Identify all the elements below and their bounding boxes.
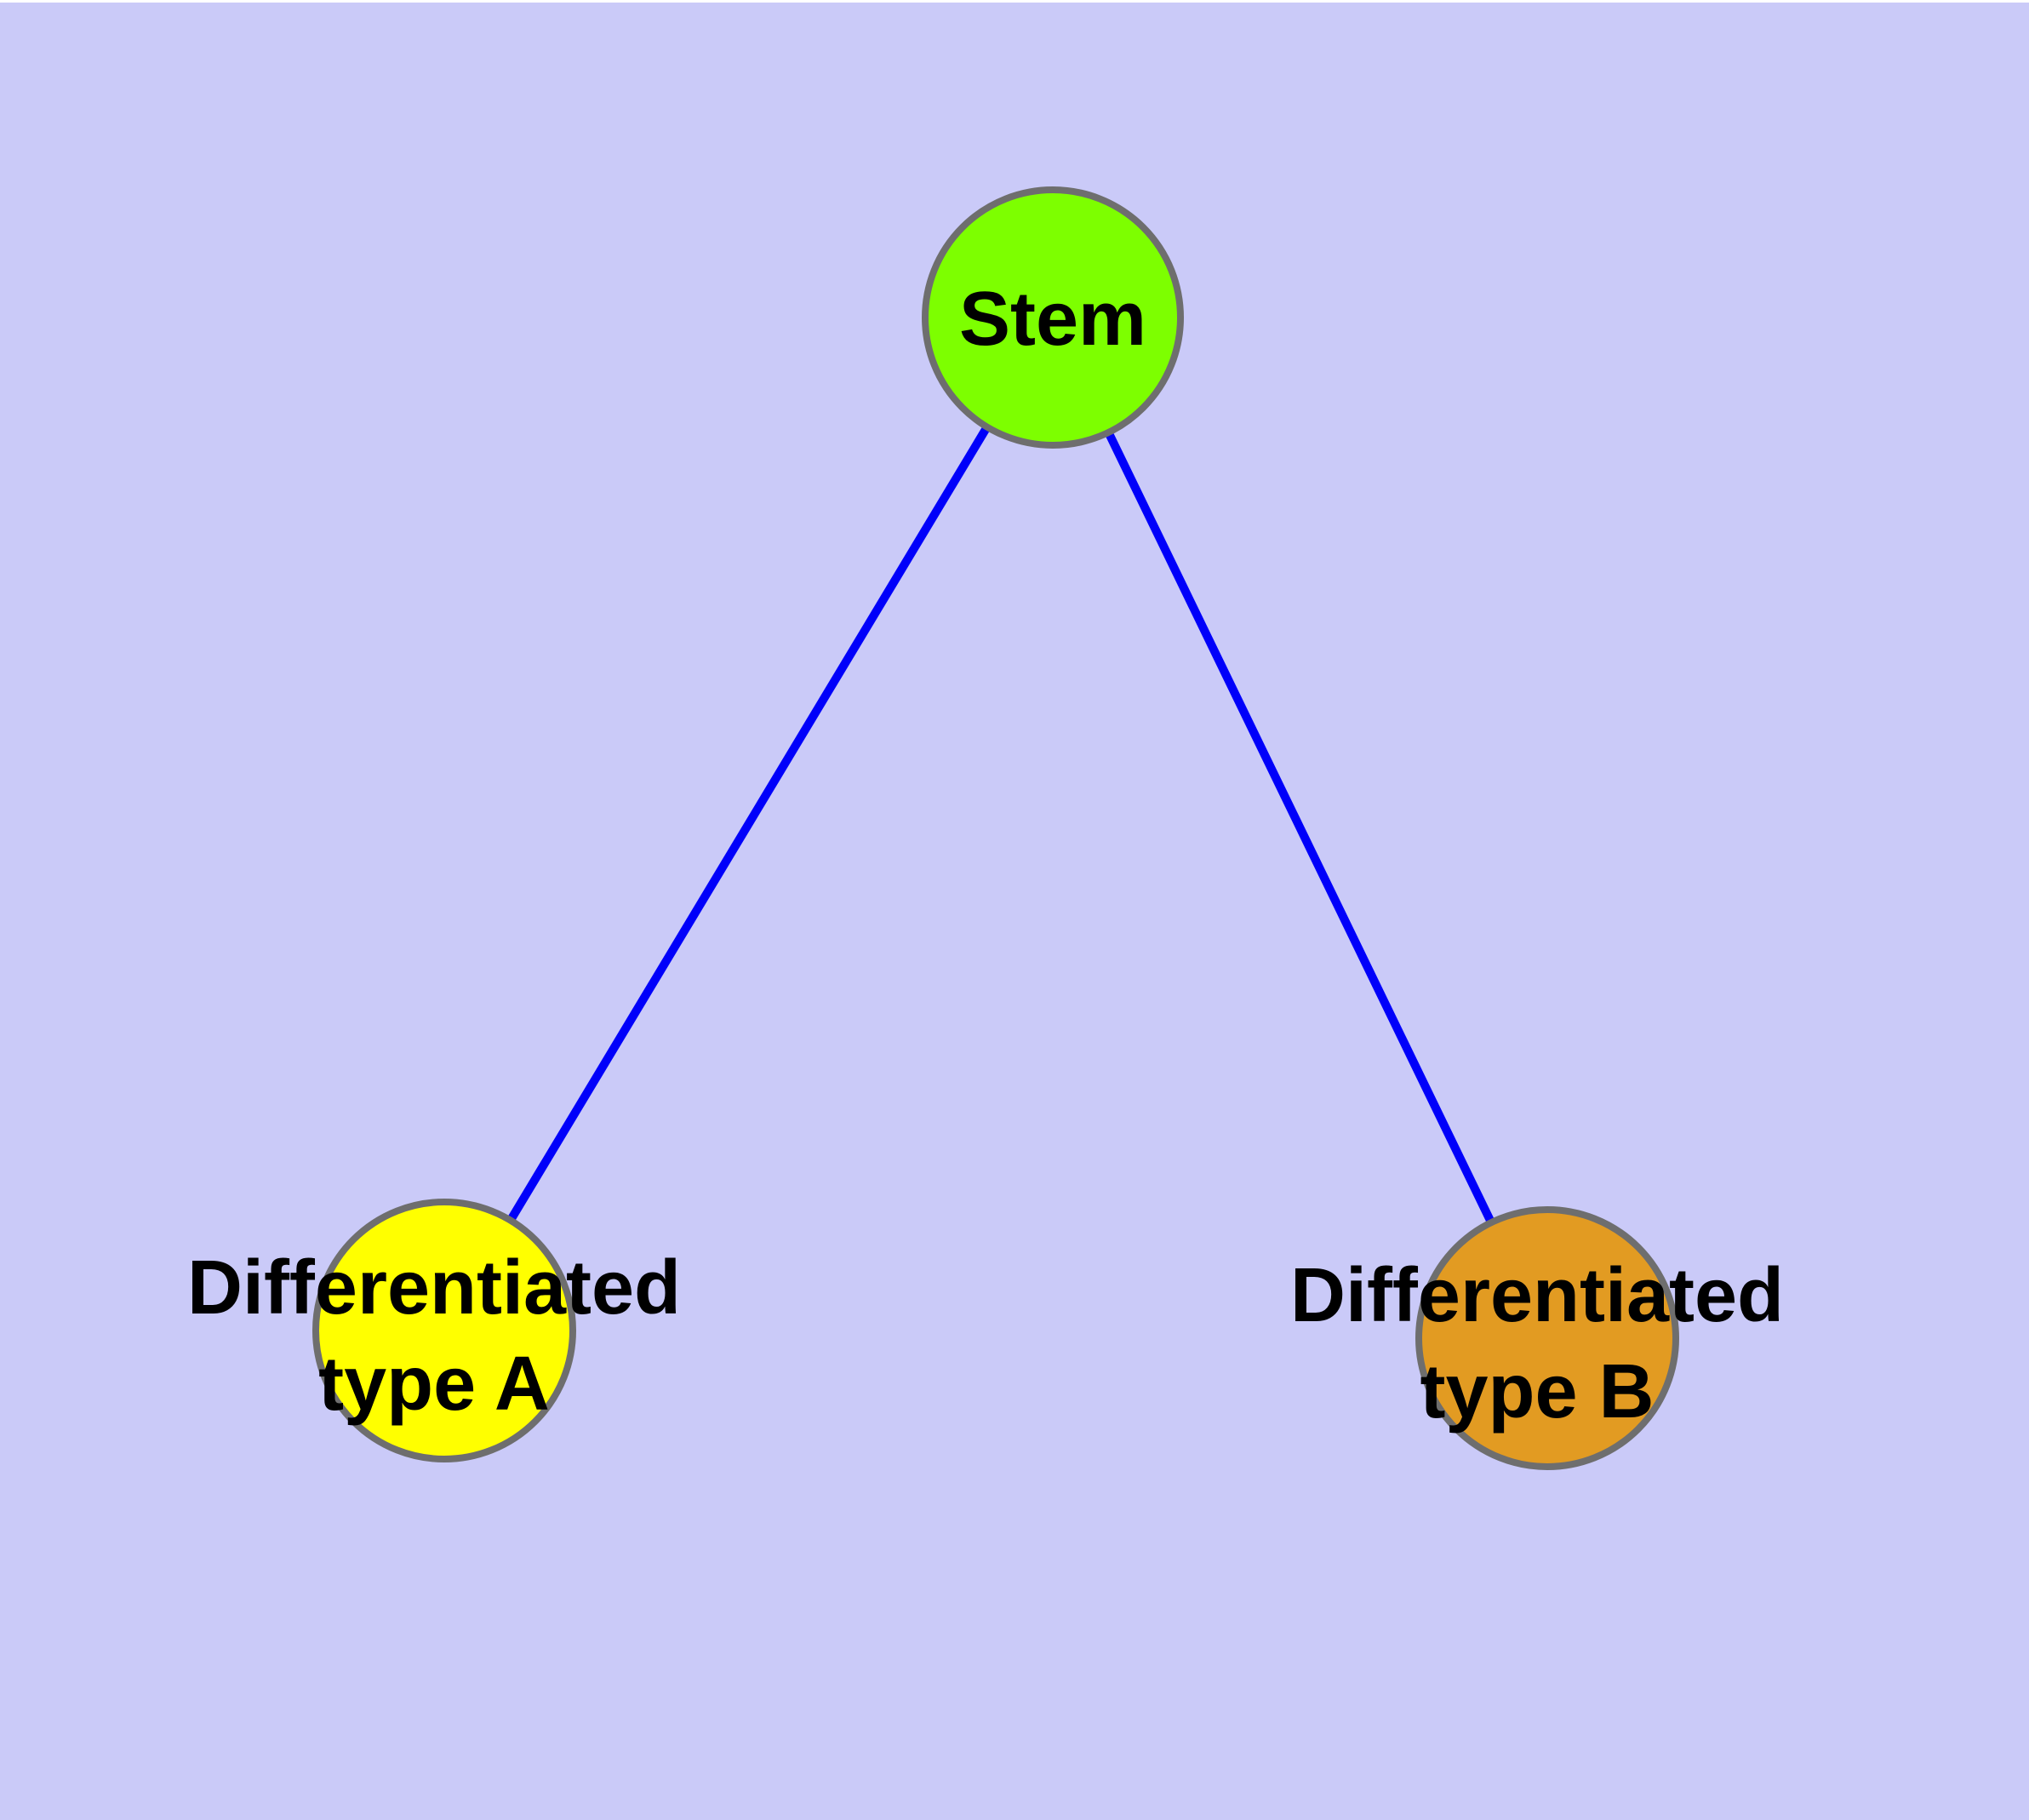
node-label-stem: Stem xyxy=(959,277,1146,362)
node-label-type-b-line2: type B xyxy=(1420,1349,1654,1434)
node-label-type-a-line2: type A xyxy=(318,1342,550,1427)
edge-stem-to-type-b xyxy=(1049,315,1552,1341)
edge-stem-to-type-a xyxy=(440,315,1057,1333)
node-differentiated-type-b xyxy=(1415,1206,1679,1470)
node-label-type-a-line1: Differentiated xyxy=(187,1245,681,1331)
node-differentiated-type-a xyxy=(312,1199,576,1462)
node-label-type-b-line1: Differentiated xyxy=(1290,1253,1784,1338)
node-stem xyxy=(922,186,1184,449)
